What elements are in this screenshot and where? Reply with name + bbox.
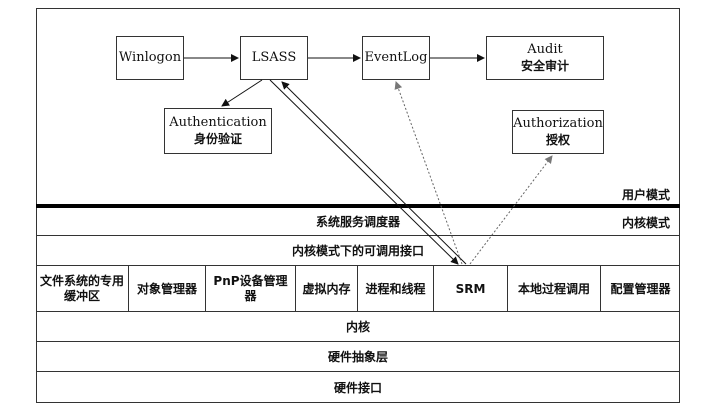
eventlog-box: EventLog	[362, 36, 430, 80]
kernel-row: 内核	[36, 312, 680, 342]
hardware-interface-row: 硬件接口	[36, 372, 680, 403]
component-label: 虚拟内存	[302, 281, 351, 296]
hal-label: 硬件抽象层	[327, 350, 388, 364]
component-label: PnP设备管理器	[213, 274, 288, 303]
lsass-label: LSASS	[251, 50, 297, 65]
executive-components-row	[36, 266, 680, 312]
lsass-box: LSASS	[240, 36, 308, 80]
component-fs-cache: 文件系统的专用缓冲区	[36, 266, 129, 312]
arrow-lsass-srm	[269, 79, 459, 265]
arrow-lsass-authentication	[221, 79, 263, 107]
authorization-en-label: Authorization	[513, 116, 603, 131]
callable-interface-label: 内核模式下的可调用接口	[291, 244, 424, 258]
mode-divider	[36, 204, 680, 208]
component-label: SRM	[455, 281, 486, 296]
component-srm: SRM	[434, 266, 508, 312]
kernel-callable-interface: 内核模式下的可调用接口	[36, 236, 680, 266]
component-pnp-manager: PnP设备管理器	[206, 266, 296, 312]
component-object-manager: 对象管理器	[129, 266, 206, 312]
authorization-box: Authorization 授权	[512, 110, 604, 154]
component-label: 配置管理器	[610, 281, 671, 296]
authorization-zh-label: 授权	[545, 133, 570, 147]
eventlog-label: EventLog	[364, 50, 428, 65]
winlogon-label: Winlogon	[118, 50, 182, 65]
dispatcher-label: 系统服务调度器	[315, 215, 400, 229]
authentication-box: Authentication 身份验证	[164, 108, 272, 154]
arrow-srm-authorization	[469, 155, 553, 265]
component-virtual-memory: 虚拟内存	[296, 266, 358, 312]
authentication-en-label: Authentication	[169, 115, 267, 130]
kernel-label: 内核	[345, 320, 370, 334]
component-process-thread: 进程和线程	[358, 266, 434, 312]
kernel-mode-label: 内核模式	[622, 216, 671, 230]
system-service-dispatcher: 系统服务调度器	[36, 208, 680, 236]
user-mode-label: 用户模式	[622, 188, 671, 202]
component-config-manager: 配置管理器	[601, 266, 680, 312]
hal-row: 硬件抽象层	[36, 342, 680, 372]
component-label: 进程和线程	[365, 281, 426, 296]
hardware-interface-label: 硬件接口	[333, 381, 382, 395]
arrow-srm-eventlog	[394, 81, 463, 265]
audit-box: Audit 安全审计	[486, 36, 604, 80]
component-label: 对象管理器	[136, 281, 197, 296]
audit-en-label: Audit	[527, 42, 563, 57]
component-label: 文件系统的专用缓冲区	[39, 274, 124, 303]
winlogon-box: Winlogon	[116, 36, 184, 80]
authentication-zh-label: 身份验证	[193, 132, 242, 146]
audit-zh-label: 安全审计	[520, 59, 569, 73]
component-lpc: 本地过程调用	[508, 266, 601, 312]
component-label: 本地过程调用	[517, 281, 590, 296]
arrow-srm-lsass	[281, 81, 467, 265]
